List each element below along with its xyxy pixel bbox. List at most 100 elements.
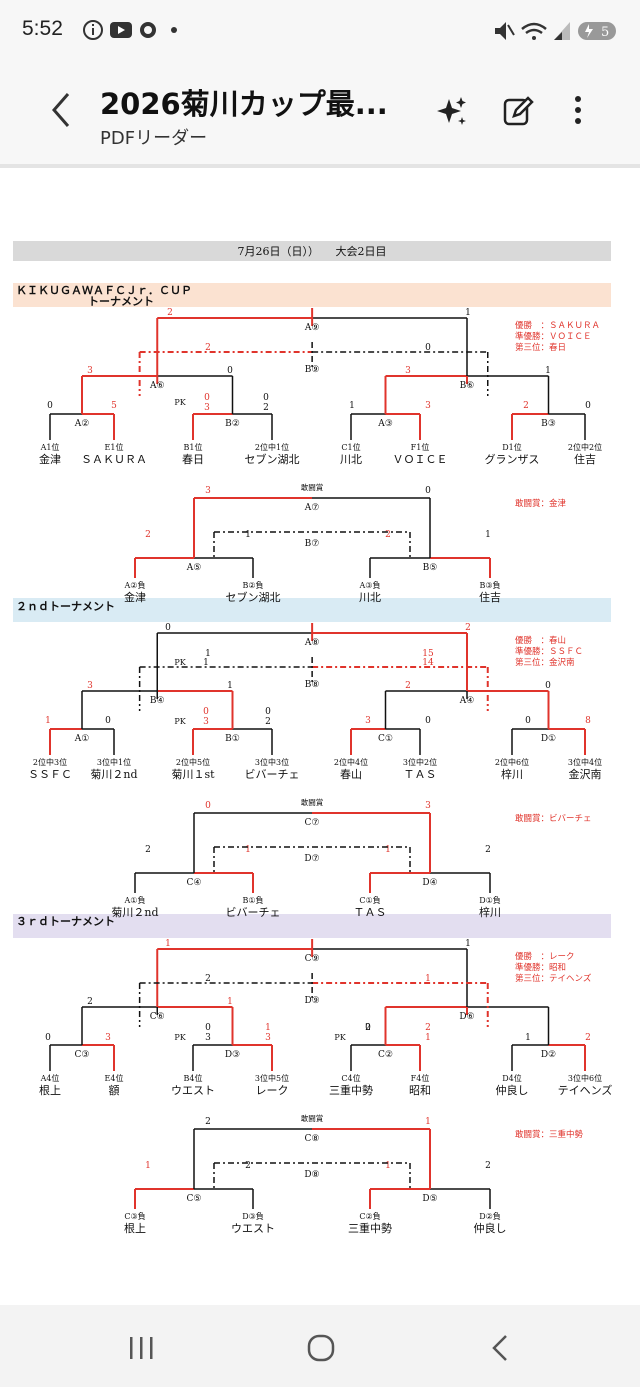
score: 0: [525, 716, 531, 726]
match-label: C⑥: [150, 1012, 165, 1022]
match-label: A③: [377, 419, 393, 429]
score: 1: [349, 401, 355, 411]
team-seed: C1位: [341, 442, 360, 452]
score: 1: [385, 845, 391, 855]
score: 0: [204, 393, 210, 403]
match-label: A⑤: [186, 563, 202, 573]
team-seed: F1位: [411, 442, 430, 452]
team-seed: C4位: [341, 1073, 360, 1083]
score: 2: [405, 681, 411, 691]
score: 1: [465, 939, 471, 949]
team-name: 川北: [340, 453, 362, 466]
team-name: 三重中勢: [348, 1221, 392, 1235]
score: 0: [47, 401, 53, 411]
match-label: A⑥: [149, 381, 165, 391]
team-seed: 3位中6位: [568, 1073, 602, 1083]
team-name: ウエスト: [171, 1084, 215, 1097]
team-name: レーク: [256, 1084, 289, 1097]
score: 2: [485, 1161, 491, 1171]
winner-entry: 第三位：春日: [515, 342, 566, 353]
score: 2: [585, 1033, 591, 1043]
match-label: D⑦: [304, 854, 319, 864]
match-label: B⑥: [460, 381, 475, 391]
match-label: A⑦: [304, 503, 320, 513]
mute-icon: [495, 22, 506, 40]
score: 2: [465, 623, 471, 633]
score: 1: [227, 997, 233, 1007]
score: 1: [385, 1161, 391, 1171]
team-seed: A③負: [359, 580, 381, 590]
battery-icon: [578, 22, 616, 40]
signal-icon: [554, 22, 570, 40]
wifi-icon: [521, 22, 547, 30]
team-name: 菊川２nd: [90, 768, 137, 781]
team-seed: 3位中2位: [403, 757, 437, 767]
match-label: A②: [74, 419, 90, 429]
match-label: C④: [187, 878, 202, 888]
team-name: セブン湖北: [226, 590, 281, 604]
fighting-label: 敢闘賞: [301, 1113, 324, 1123]
nav-back-icon[interactable]: [490, 1333, 510, 1363]
team-name: テイヘンズ: [558, 1083, 613, 1097]
t2-title: ２ｎｄトーナメント: [16, 600, 115, 613]
team-seed: D③負: [242, 1211, 264, 1221]
score: 2: [145, 530, 151, 540]
info-icon: [83, 20, 103, 40]
match-label: D④: [422, 878, 437, 888]
back-icon[interactable]: [46, 90, 76, 130]
score: 1: [245, 530, 251, 540]
date-header-bar: [13, 241, 611, 261]
winner-entry: 準優勝：昭和: [515, 962, 566, 973]
team-seed: A1位: [40, 442, 60, 452]
fighting-award: 敢闘賞：ビバーチェ: [515, 813, 592, 824]
pk-label: PK: [174, 1033, 186, 1042]
sparkle-ai-icon[interactable]: [435, 95, 469, 129]
score: 2: [205, 974, 211, 984]
match-label: B④: [150, 696, 165, 706]
score: 2: [365, 1023, 371, 1033]
home-icon[interactable]: [306, 1333, 336, 1363]
score: 0: [45, 1033, 51, 1043]
winner-entry: 優勝 ：レーク: [515, 951, 575, 962]
score: 0: [203, 707, 209, 717]
score: 3: [204, 403, 210, 413]
t3-header-bar: [13, 914, 611, 938]
team-name: 根上: [39, 1083, 61, 1097]
winner-entry: 準優勝：ＶＯＩＣＥ: [515, 331, 592, 342]
winner-entry: 第三位：金沢南: [515, 657, 575, 668]
team-seed: C②負: [359, 1211, 380, 1221]
team-seed: D4位: [502, 1073, 522, 1083]
score: 1: [485, 530, 491, 540]
match-label: C⑧: [305, 1134, 320, 1144]
pdf-page[interactable]: 7月26日（日）） 大会2日目 ＫＩＫＵＧＡＷＡＦＣＪｒ．ＣＵＰ トーナメント …: [0, 168, 640, 1305]
score: 2: [523, 401, 529, 411]
team-seed: C①負: [359, 895, 380, 905]
score: 3: [105, 1033, 111, 1043]
match-label: C②: [378, 1050, 393, 1060]
score: 1: [227, 681, 233, 691]
team-name: ＶＯＩＣＥ: [393, 453, 448, 466]
navigation-bar: [0, 1305, 640, 1387]
score: 0: [105, 716, 111, 726]
team-seed: A①負: [124, 895, 146, 905]
team-seed: B③負: [479, 580, 500, 590]
team-name: 川北: [359, 591, 381, 604]
more-options-icon[interactable]: [570, 94, 586, 128]
score: 1: [425, 974, 431, 984]
gear-icon: [140, 22, 156, 38]
match-label: C⑨: [305, 954, 320, 964]
score: 2: [167, 308, 173, 318]
match-label: C⑦: [305, 818, 320, 828]
pk-label: PK: [174, 398, 186, 407]
score: 1: [545, 366, 551, 376]
team-seed: D②負: [479, 1211, 501, 1221]
score: 0: [265, 707, 271, 717]
notification-icons: [83, 20, 177, 40]
recent-apps-icon[interactable]: [128, 1335, 156, 1361]
score: 2: [87, 997, 93, 1007]
score: 0: [227, 366, 233, 376]
edit-icon[interactable]: [502, 94, 536, 128]
team-name: 菊川２nd: [111, 906, 158, 919]
